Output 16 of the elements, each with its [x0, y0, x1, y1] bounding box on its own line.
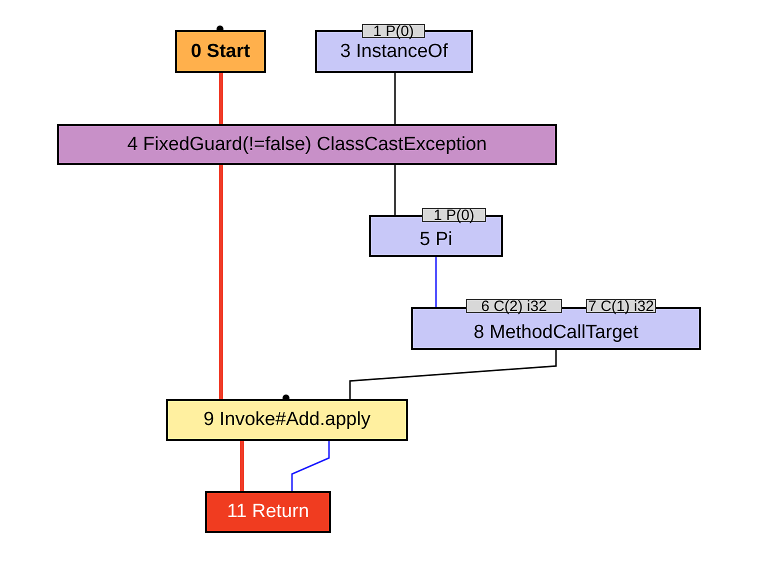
port-tag: 1 P(0) [422, 208, 486, 222]
connector-line [435, 257, 437, 307]
connector-line [394, 73, 396, 124]
connector-line [349, 350, 557, 399]
port-tag: 1 P(0) [362, 24, 425, 38]
connector-line [291, 441, 330, 491]
port-tag: 6 C(2) i32 [466, 299, 562, 313]
graph-node-box: 9 Invoke#Add.apply [166, 399, 408, 441]
graph-node-box: 4 FixedGuard(!=false) ClassCastException [57, 124, 557, 165]
port-tag: 7 C(1) i32 [586, 299, 656, 313]
connector-line [394, 165, 396, 215]
connector-line [219, 73, 223, 124]
graph-node-box: 11 Return [205, 491, 331, 533]
connector-line [219, 165, 223, 399]
connector-line [240, 441, 244, 491]
graph-node-box: 0 Start [175, 30, 266, 73]
